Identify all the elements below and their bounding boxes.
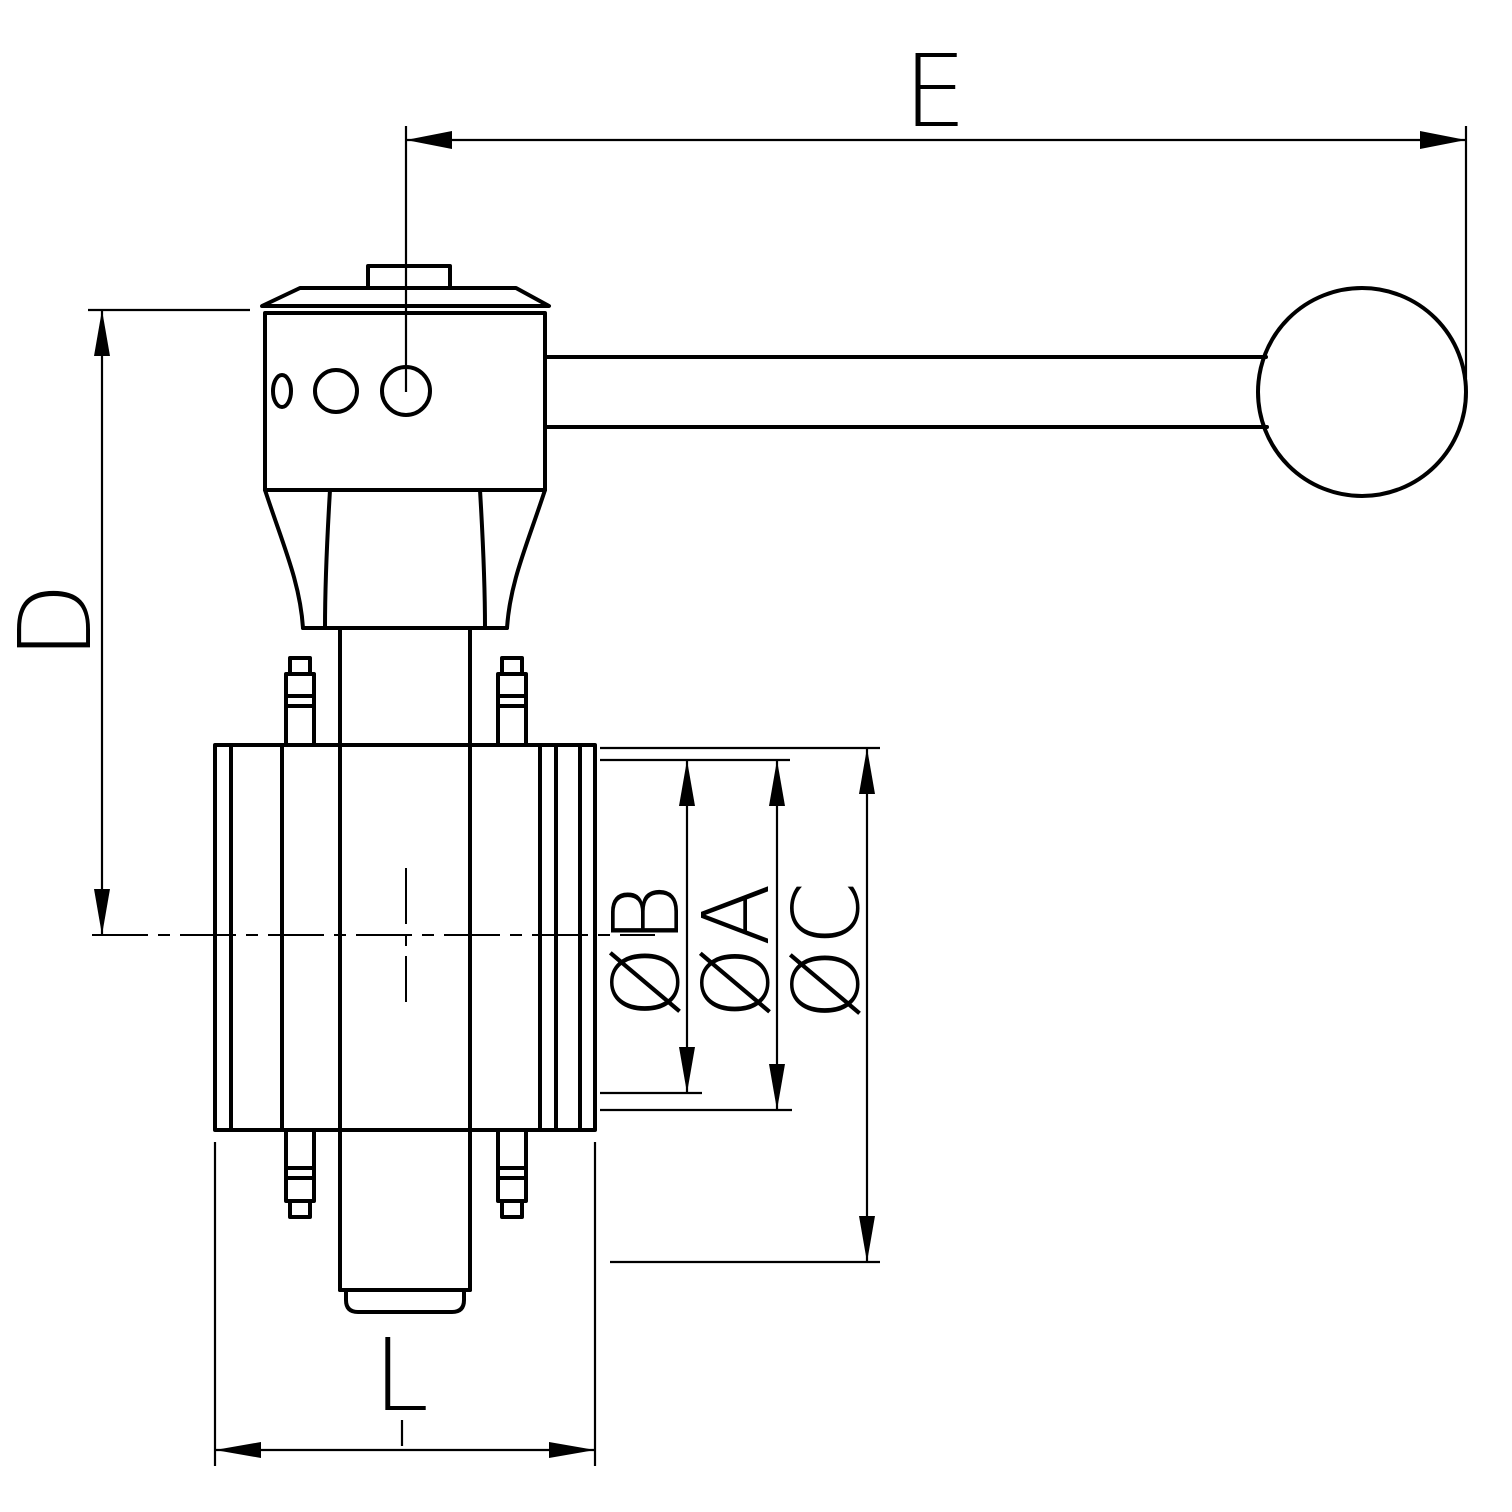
dim-c-arrow-top	[859, 748, 875, 794]
nut-bottom-right-facets	[496, 1166, 528, 1180]
dimension-L: L	[213, 1142, 597, 1466]
dim-a-arrow-top	[769, 760, 785, 806]
neck-left-outline	[263, 488, 305, 630]
dim-c-arrow-bottom	[859, 1216, 875, 1262]
pipe-flange-right	[538, 743, 597, 1132]
neck-right-inner-line	[478, 488, 487, 630]
valve-stem	[338, 626, 472, 1314]
pipe-flange-right-inner-lines	[554, 743, 582, 1132]
neck-right-outline	[505, 488, 547, 630]
dim-l-arrow-left	[215, 1442, 261, 1458]
dim-b-arrow-top	[679, 760, 695, 806]
dim-e-arrow-left	[406, 131, 452, 149]
mounting-hole-1	[271, 373, 293, 409]
dimension-label-dia-b: ØB	[593, 882, 700, 1019]
actuator-cap	[260, 286, 551, 308]
valve-neck	[263, 488, 547, 630]
neck-left-inner-line	[323, 488, 332, 630]
dim-d-arrow-top	[94, 310, 110, 356]
dimension-D: D	[0, 308, 250, 935]
nut-top-right-facets	[496, 694, 528, 708]
nut-bottom-left-facets	[284, 1166, 316, 1180]
dim-l-arrow-right	[549, 1442, 595, 1458]
dimension-label-l: L	[373, 1317, 431, 1434]
handle-ball	[1256, 286, 1468, 498]
pipe-flange-left	[213, 743, 284, 1132]
dim-d-arrow-bottom	[94, 889, 110, 935]
dimension-label-dia-a: ØA	[683, 881, 790, 1019]
nut-top-left-facets	[284, 694, 316, 708]
dimension-label-d: D	[0, 580, 114, 659]
dim-a-arrow-bottom	[769, 1064, 785, 1110]
stem-bottom-cap	[344, 1288, 466, 1314]
clamp-bolts-bottom	[284, 1128, 528, 1219]
dimension-diameters: ØB ØA ØC	[593, 746, 880, 1264]
lever-handle	[543, 286, 1468, 498]
mounting-hole-2	[313, 368, 359, 414]
dim-b-arrow-bottom	[679, 1047, 695, 1093]
dimension-label-e: E	[903, 33, 968, 150]
dim-e-arrow-right	[1420, 131, 1466, 149]
dimension-label-dia-c: ØC	[773, 880, 880, 1021]
bolt-head-bottom-left	[288, 1199, 312, 1219]
dimension-E: E	[404, 33, 1468, 392]
bolt-head-bottom-right	[500, 1199, 524, 1219]
centerlines	[92, 868, 655, 1002]
